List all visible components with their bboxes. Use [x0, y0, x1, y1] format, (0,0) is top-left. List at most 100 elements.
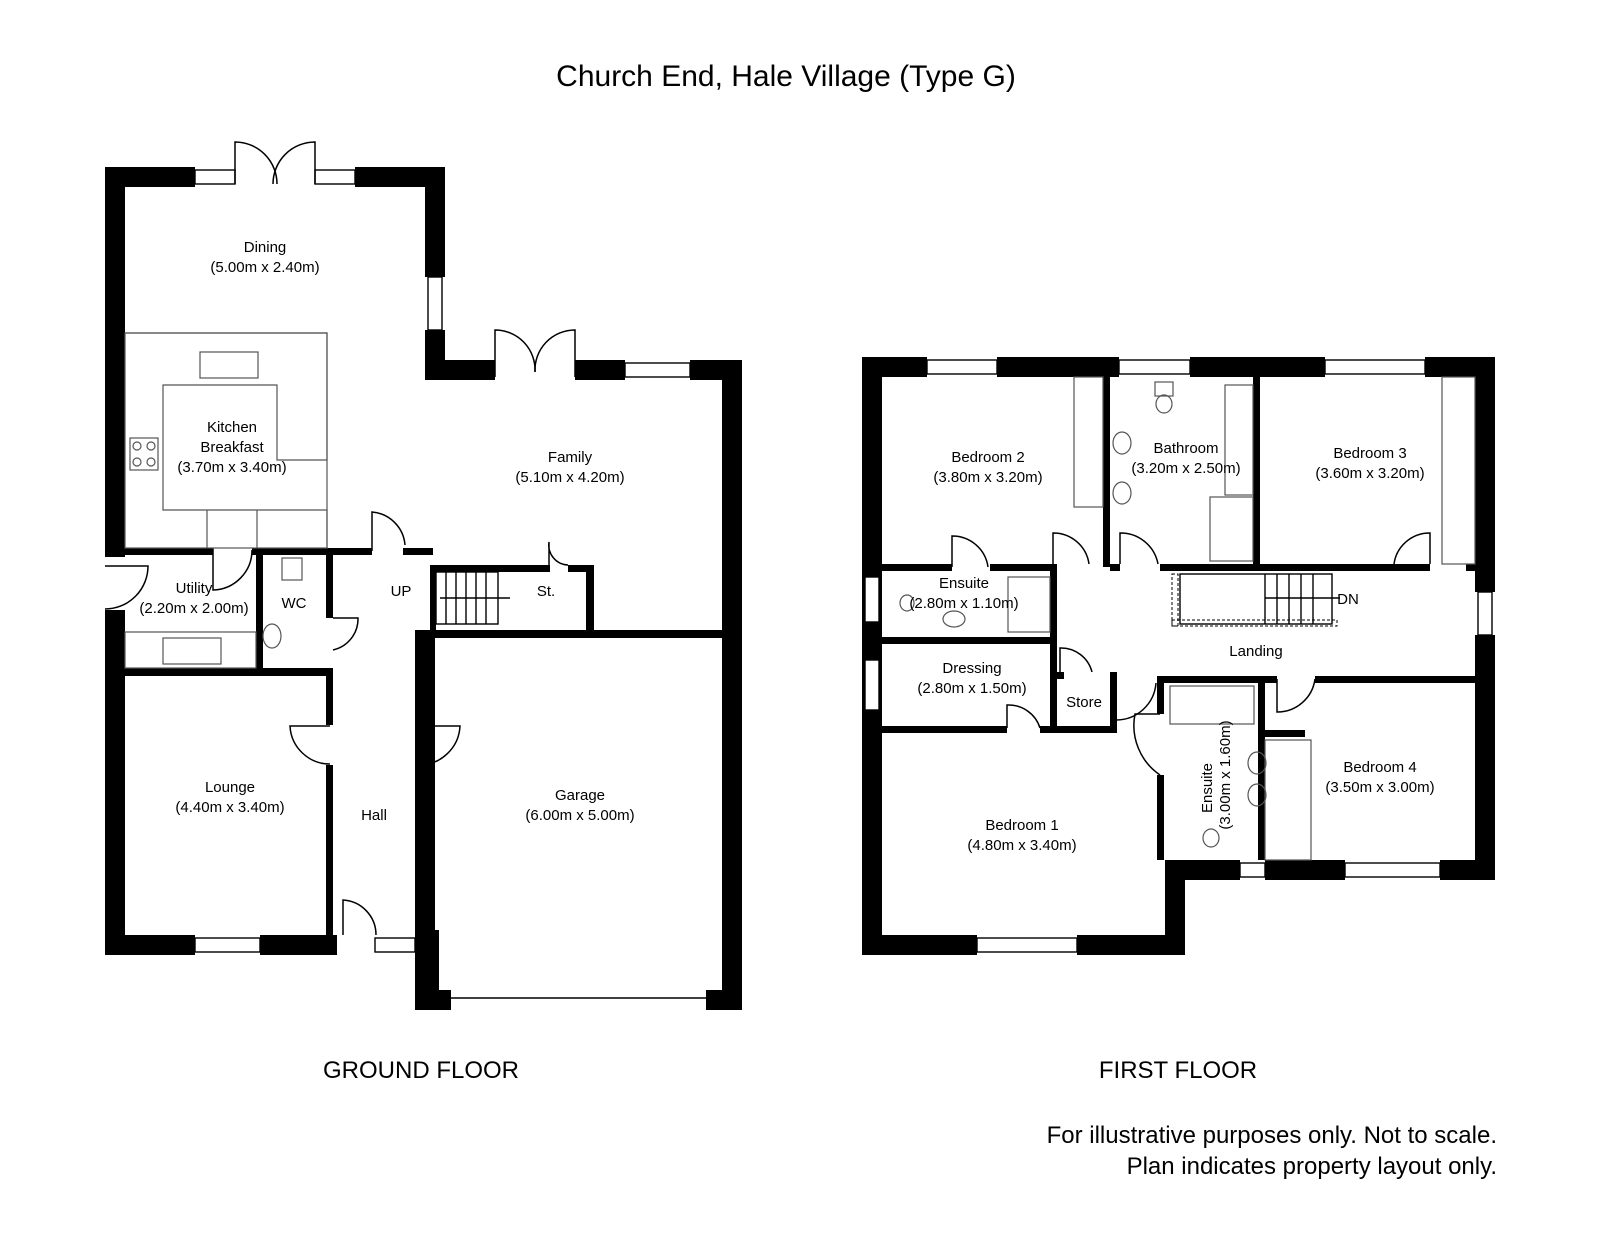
ensuite-door: [951, 535, 989, 568]
hob-ring-icon: [146, 441, 156, 451]
room-size-bedroom3: (3.60m x 3.20m): [1315, 465, 1424, 482]
wall: [415, 765, 423, 990]
stair-down-label: DN: [1337, 591, 1359, 608]
shower-icon: [1209, 496, 1254, 562]
room-size-kitchen: (3.70m x 3.40m): [177, 459, 286, 476]
wall: [882, 637, 1057, 644]
staircase: [435, 571, 510, 625]
wardrobe: [1073, 376, 1104, 508]
room-name-ensuite2: Ensuite: [1199, 763, 1216, 813]
room-name-dining: Dining: [244, 239, 287, 256]
wall: [882, 726, 1007, 733]
wall: [1157, 775, 1164, 860]
wall: [568, 565, 594, 572]
hob-ring-icon: [132, 441, 142, 451]
basin-icon: [262, 623, 282, 649]
window: [976, 937, 1078, 953]
wall: [1165, 860, 1185, 955]
bathroom-door: [1119, 532, 1159, 565]
window: [1324, 359, 1426, 375]
bedroom3-door: [1393, 532, 1431, 565]
wall: [252, 548, 372, 555]
wall: [706, 990, 742, 1010]
dressing-door: [1006, 704, 1041, 729]
toilet-icon: [1155, 394, 1173, 414]
basin-icon: [1247, 783, 1267, 807]
room-name-family: Family: [548, 449, 593, 466]
hall-door: [371, 511, 406, 551]
stair-up-label: UP: [391, 583, 412, 600]
wc-door: [332, 617, 359, 651]
wall: [1466, 564, 1476, 571]
wall: [1475, 357, 1495, 592]
first-floor: Bedroom 2 (3.80m x 3.20m) Bathroom (3.20…: [862, 357, 1495, 1084]
room-size-dining: (5.00m x 2.40m): [210, 259, 319, 276]
bath-icon: [1224, 384, 1254, 496]
wall: [1050, 672, 1057, 733]
window: [624, 362, 691, 378]
wall: [125, 668, 330, 676]
room-size-bathroom: (3.20m x 2.50m): [1131, 460, 1240, 477]
room-size-garage: (6.00m x 5.00m): [525, 807, 634, 824]
room-size-ensuite: (2.80m x 1.10m): [909, 595, 1018, 612]
wall: [1253, 377, 1260, 567]
window: [194, 169, 236, 185]
wall: [862, 357, 927, 377]
kitchen-outline: [124, 332, 328, 549]
wall: [1110, 672, 1117, 733]
room-name-bedroom4: Bedroom 4: [1343, 759, 1416, 776]
room-name-hall: Hall: [361, 807, 387, 824]
wall: [1040, 726, 1114, 733]
room-size-bedroom4: (3.50m x 3.00m): [1325, 779, 1434, 796]
room-name-bedroom1: Bedroom 1: [985, 817, 1058, 834]
room-size-family: (5.10m x 4.20m): [515, 469, 624, 486]
hob-icon: [129, 437, 159, 471]
garage-door: [418, 725, 461, 766]
french-door-left: [234, 141, 278, 185]
room-name-bathroom: Bathroom: [1153, 440, 1218, 457]
room-name-bedroom2: Bedroom 2: [951, 449, 1024, 466]
wall: [862, 935, 977, 955]
wall: [430, 565, 550, 572]
window: [1118, 359, 1191, 375]
wall: [1160, 564, 1430, 571]
room-name-garage: Garage: [555, 787, 605, 804]
french-door-right: [272, 141, 316, 185]
room-name-breakfast: Breakfast: [200, 439, 264, 456]
window: [926, 359, 998, 375]
bedroom1-door: [1115, 682, 1157, 721]
room-name-store: St.: [537, 583, 555, 600]
room-name-utility: Utility: [176, 580, 213, 597]
wall: [1077, 935, 1185, 955]
wall: [1258, 676, 1265, 860]
basin-icon: [942, 610, 966, 628]
wall: [105, 935, 195, 955]
toilet-icon: [899, 594, 915, 612]
window: [1344, 862, 1441, 878]
wall: [722, 360, 742, 1010]
wall: [355, 167, 445, 187]
plan-title: Church End, Hale Village (Type G): [556, 60, 1016, 93]
bedroom4-door: [1276, 678, 1316, 713]
toilet-icon: [281, 557, 303, 581]
store-door: [1059, 647, 1093, 673]
basin-icon: [1112, 481, 1132, 505]
first-floor-label: FIRST FLOOR: [1099, 1057, 1257, 1084]
wall: [326, 548, 333, 618]
toilet-icon: [1154, 381, 1174, 397]
ground-floor: Dining (5.00m x 2.40m) Kitchen Breakfast…: [104, 141, 742, 1084]
shower-icon: [1007, 576, 1051, 633]
ground-floor-label: GROUND FLOOR: [323, 1057, 519, 1084]
wall: [586, 565, 594, 630]
wall: [1190, 357, 1325, 377]
wall: [1157, 676, 1164, 714]
wall: [1157, 676, 1277, 683]
utility-worktop: [124, 631, 257, 669]
room-name-lounge: Lounge: [205, 779, 255, 796]
wall: [415, 630, 423, 725]
ensuite2-door: [1133, 713, 1161, 776]
wall: [1475, 635, 1495, 880]
wall: [425, 360, 495, 380]
toilet-icon: [1202, 828, 1220, 848]
